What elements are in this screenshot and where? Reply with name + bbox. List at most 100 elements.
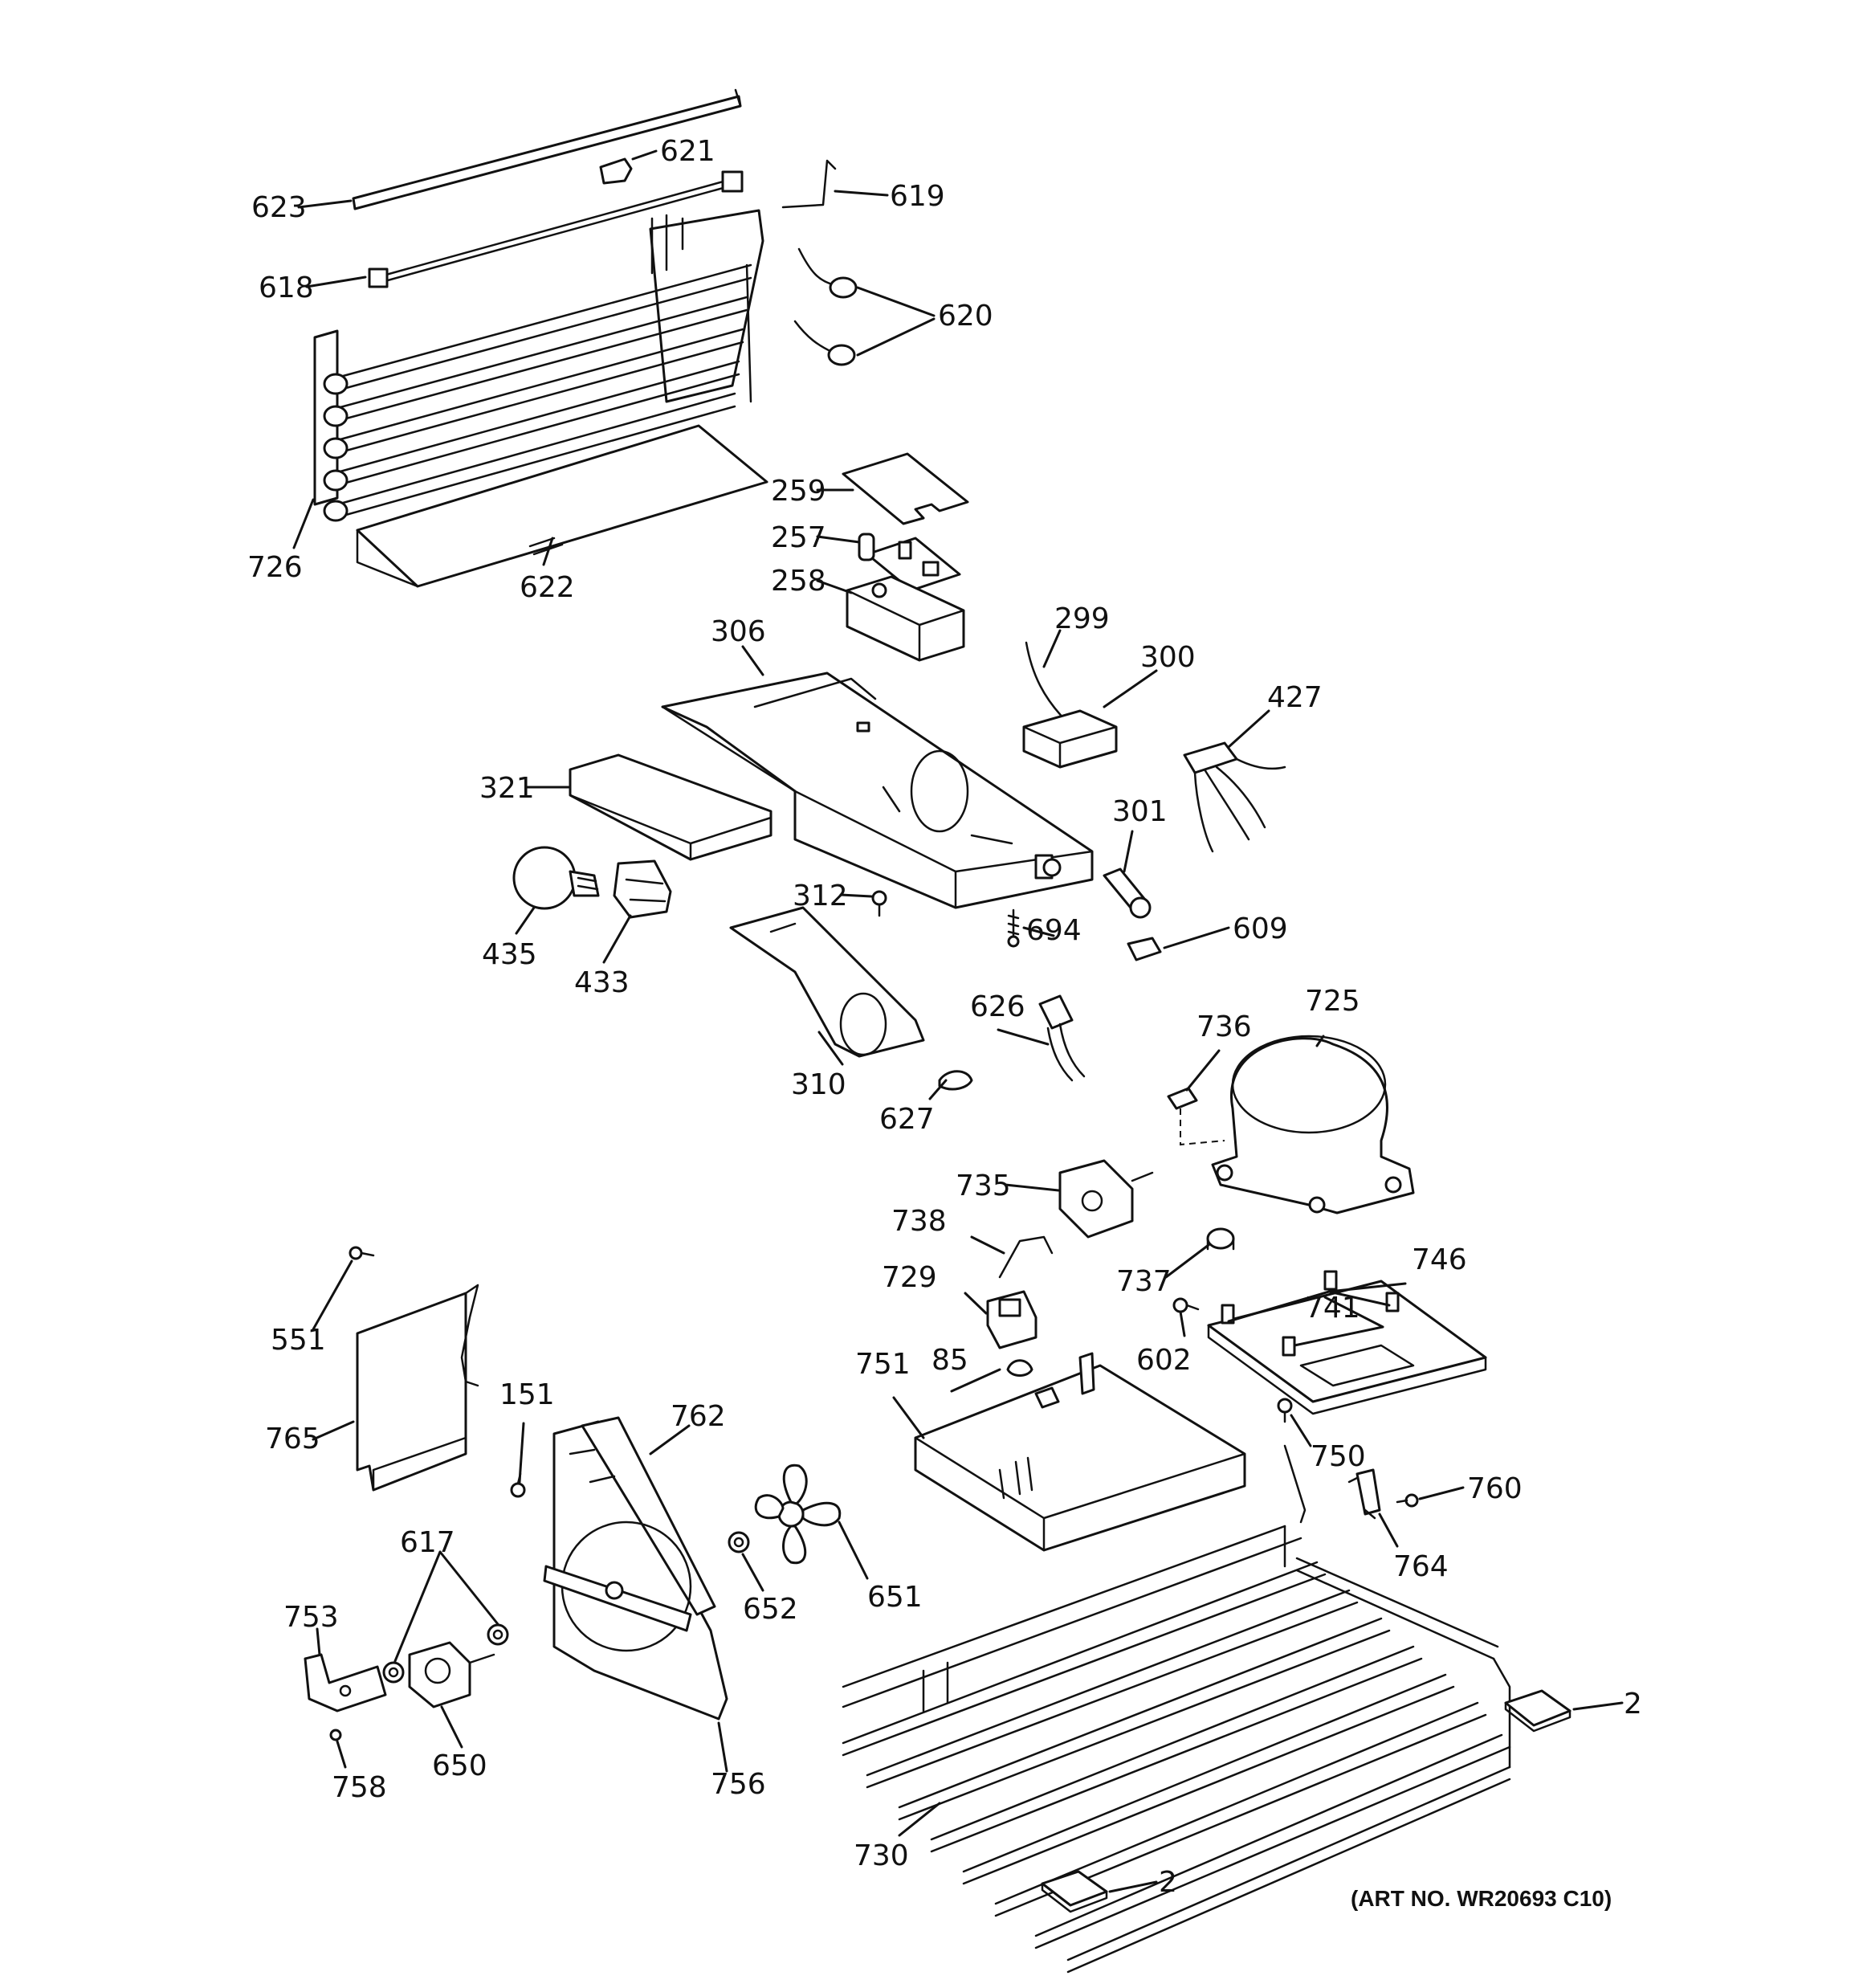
callout-433: 433 — [574, 966, 630, 999]
callout-737: 737 — [1116, 1265, 1172, 1298]
part-617-bushings — [382, 1623, 509, 1684]
part-551-screw — [349, 1246, 375, 1260]
callout-258: 258 — [771, 565, 826, 598]
part-729-capacitor — [986, 1290, 1037, 1349]
part-650-motor — [408, 1641, 495, 1708]
part-762-shroud — [543, 1416, 728, 1721]
callout-652: 652 — [743, 1593, 798, 1626]
callout-765: 765 — [265, 1423, 320, 1455]
part-321-cover — [569, 753, 773, 861]
callout-623: 623 — [251, 191, 307, 224]
part-651-fan-blade — [754, 1463, 842, 1565]
part-258-box — [846, 575, 965, 662]
part-2-pad-right — [1504, 1689, 1572, 1733]
callout-299: 299 — [1054, 602, 1110, 635]
callout-762: 762 — [671, 1400, 726, 1433]
art-number: (ART NO. WR20693 C10) — [1351, 1886, 1612, 1911]
callout-259: 259 — [771, 475, 826, 508]
part-312-screw — [871, 890, 887, 917]
part-735-relay — [1058, 1159, 1154, 1239]
part-621-clip — [599, 157, 633, 185]
callout-2-bottom: 2 — [1159, 1866, 1177, 1899]
part-652-nut — [728, 1531, 750, 1553]
callout-85: 85 — [932, 1344, 968, 1377]
callout-321: 321 — [479, 772, 535, 805]
callout-618: 618 — [259, 271, 314, 304]
part-626-cord — [1038, 994, 1086, 1082]
part-310-baffle — [729, 906, 925, 1058]
callout-750: 750 — [1311, 1440, 1366, 1473]
part-738-wire — [998, 1235, 1054, 1279]
callout-435: 435 — [482, 938, 537, 971]
part-433-socket — [613, 859, 672, 919]
callout-310: 310 — [791, 1068, 846, 1101]
callout-736: 736 — [1196, 1010, 1252, 1043]
callout-622: 622 — [520, 571, 575, 604]
part-301-switch — [1103, 867, 1152, 919]
callout-609: 609 — [1233, 912, 1288, 945]
callout-306: 306 — [711, 615, 766, 648]
callout-730: 730 — [854, 1839, 909, 1872]
part-694-screw — [1007, 908, 1020, 948]
part-620-sensors — [793, 247, 858, 366]
callout-620: 620 — [938, 300, 993, 333]
callout-301: 301 — [1112, 795, 1168, 828]
callout-626: 626 — [970, 990, 1025, 1023]
callout-726: 726 — [247, 551, 303, 584]
part-306-housing — [661, 672, 1094, 909]
callout-427: 427 — [1267, 681, 1323, 714]
part-609-rocker — [1127, 937, 1162, 961]
callout-725: 725 — [1305, 985, 1360, 1018]
callout-753: 753 — [283, 1601, 339, 1634]
callout-738: 738 — [891, 1205, 947, 1238]
callout-300: 300 — [1140, 641, 1196, 674]
part-435-bulb — [512, 846, 600, 910]
part-299-tube — [1025, 641, 1070, 725]
part-736-clip — [1167, 1087, 1225, 1146]
part-751-drain-pan — [914, 1352, 1246, 1552]
callout-694: 694 — [1026, 914, 1082, 947]
part-151-screw — [510, 1472, 526, 1498]
part-602-screw — [1172, 1297, 1200, 1313]
part-618-rod — [368, 170, 744, 288]
callout-627: 627 — [879, 1103, 935, 1136]
callout-619: 619 — [890, 180, 945, 213]
callout-617: 617 — [400, 1526, 455, 1559]
callout-621: 621 — [660, 135, 715, 168]
part-627-clip — [938, 1070, 973, 1091]
part-726-evaporator — [313, 209, 764, 522]
callout-312: 312 — [793, 880, 848, 912]
callout-257: 257 — [771, 521, 826, 554]
callout-151: 151 — [499, 1378, 555, 1411]
callout-764: 764 — [1393, 1550, 1449, 1583]
part-259-cover — [842, 452, 969, 525]
part-760-screw — [1396, 1493, 1419, 1508]
callout-746: 746 — [1412, 1243, 1467, 1276]
callout-2-right: 2 — [1624, 1688, 1642, 1721]
callout-735: 735 — [956, 1170, 1011, 1202]
part-300-thermostat — [1022, 709, 1118, 769]
part-750-screw — [1277, 1398, 1293, 1423]
part-725-compressor — [1211, 1035, 1415, 1214]
callout-651: 651 — [867, 1581, 923, 1614]
part-85-bumper — [1006, 1359, 1033, 1377]
part-730-condenser — [842, 1444, 1511, 1974]
callout-729: 729 — [882, 1261, 937, 1294]
callout-labels: 623 621 619 618 620 726 622 259 257 258 … — [247, 135, 1642, 1899]
callout-758: 758 — [332, 1771, 387, 1804]
part-427-harness — [1183, 741, 1286, 853]
callout-760: 760 — [1467, 1472, 1523, 1505]
part-623-bar — [352, 88, 742, 210]
callout-756: 756 — [711, 1768, 766, 1801]
part-746-baseplate — [1207, 1270, 1487, 1415]
part-764-bracket — [1347, 1468, 1381, 1520]
part-753-bracket — [304, 1653, 387, 1712]
callout-551: 551 — [271, 1324, 326, 1357]
callout-741: 741 — [1305, 1292, 1360, 1325]
part-758-screw — [329, 1729, 342, 1741]
part-2-pad-bottom — [1041, 1870, 1108, 1913]
callout-751: 751 — [855, 1348, 911, 1381]
callout-602: 602 — [1136, 1344, 1192, 1377]
